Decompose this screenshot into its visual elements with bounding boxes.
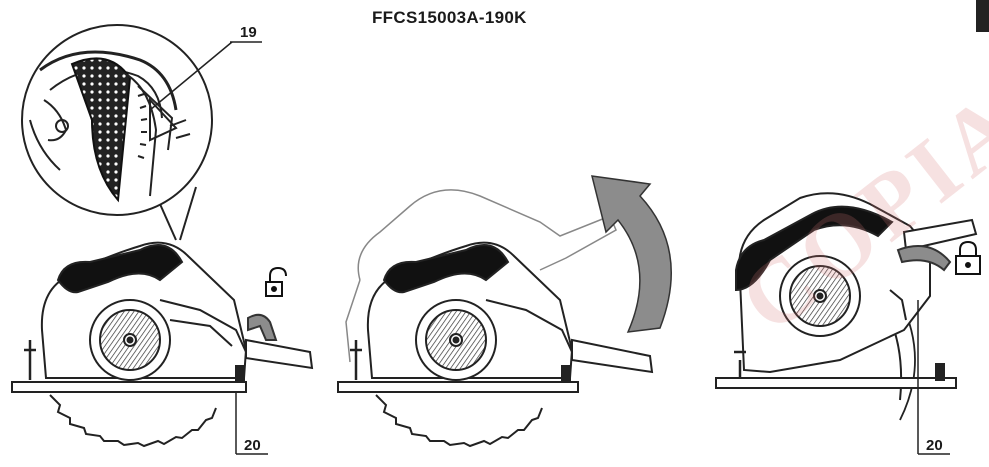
page-corner-tab — [976, 0, 989, 32]
saw-middle — [337, 189, 654, 448]
zoom-detail — [21, 24, 213, 241]
callout-19: 19 — [240, 24, 257, 41]
callout-20-left: 20 — [244, 437, 261, 454]
callout-19-leader — [149, 41, 233, 111]
saw-left — [11, 241, 314, 448]
callout-20-right: 20 — [926, 437, 943, 454]
saw-right — [715, 192, 978, 421]
unlock-icon — [265, 266, 287, 297]
model-title: FFCS15003A-190K — [372, 8, 527, 27]
rotate-arrow — [591, 175, 672, 333]
lock-icon — [955, 240, 981, 275]
